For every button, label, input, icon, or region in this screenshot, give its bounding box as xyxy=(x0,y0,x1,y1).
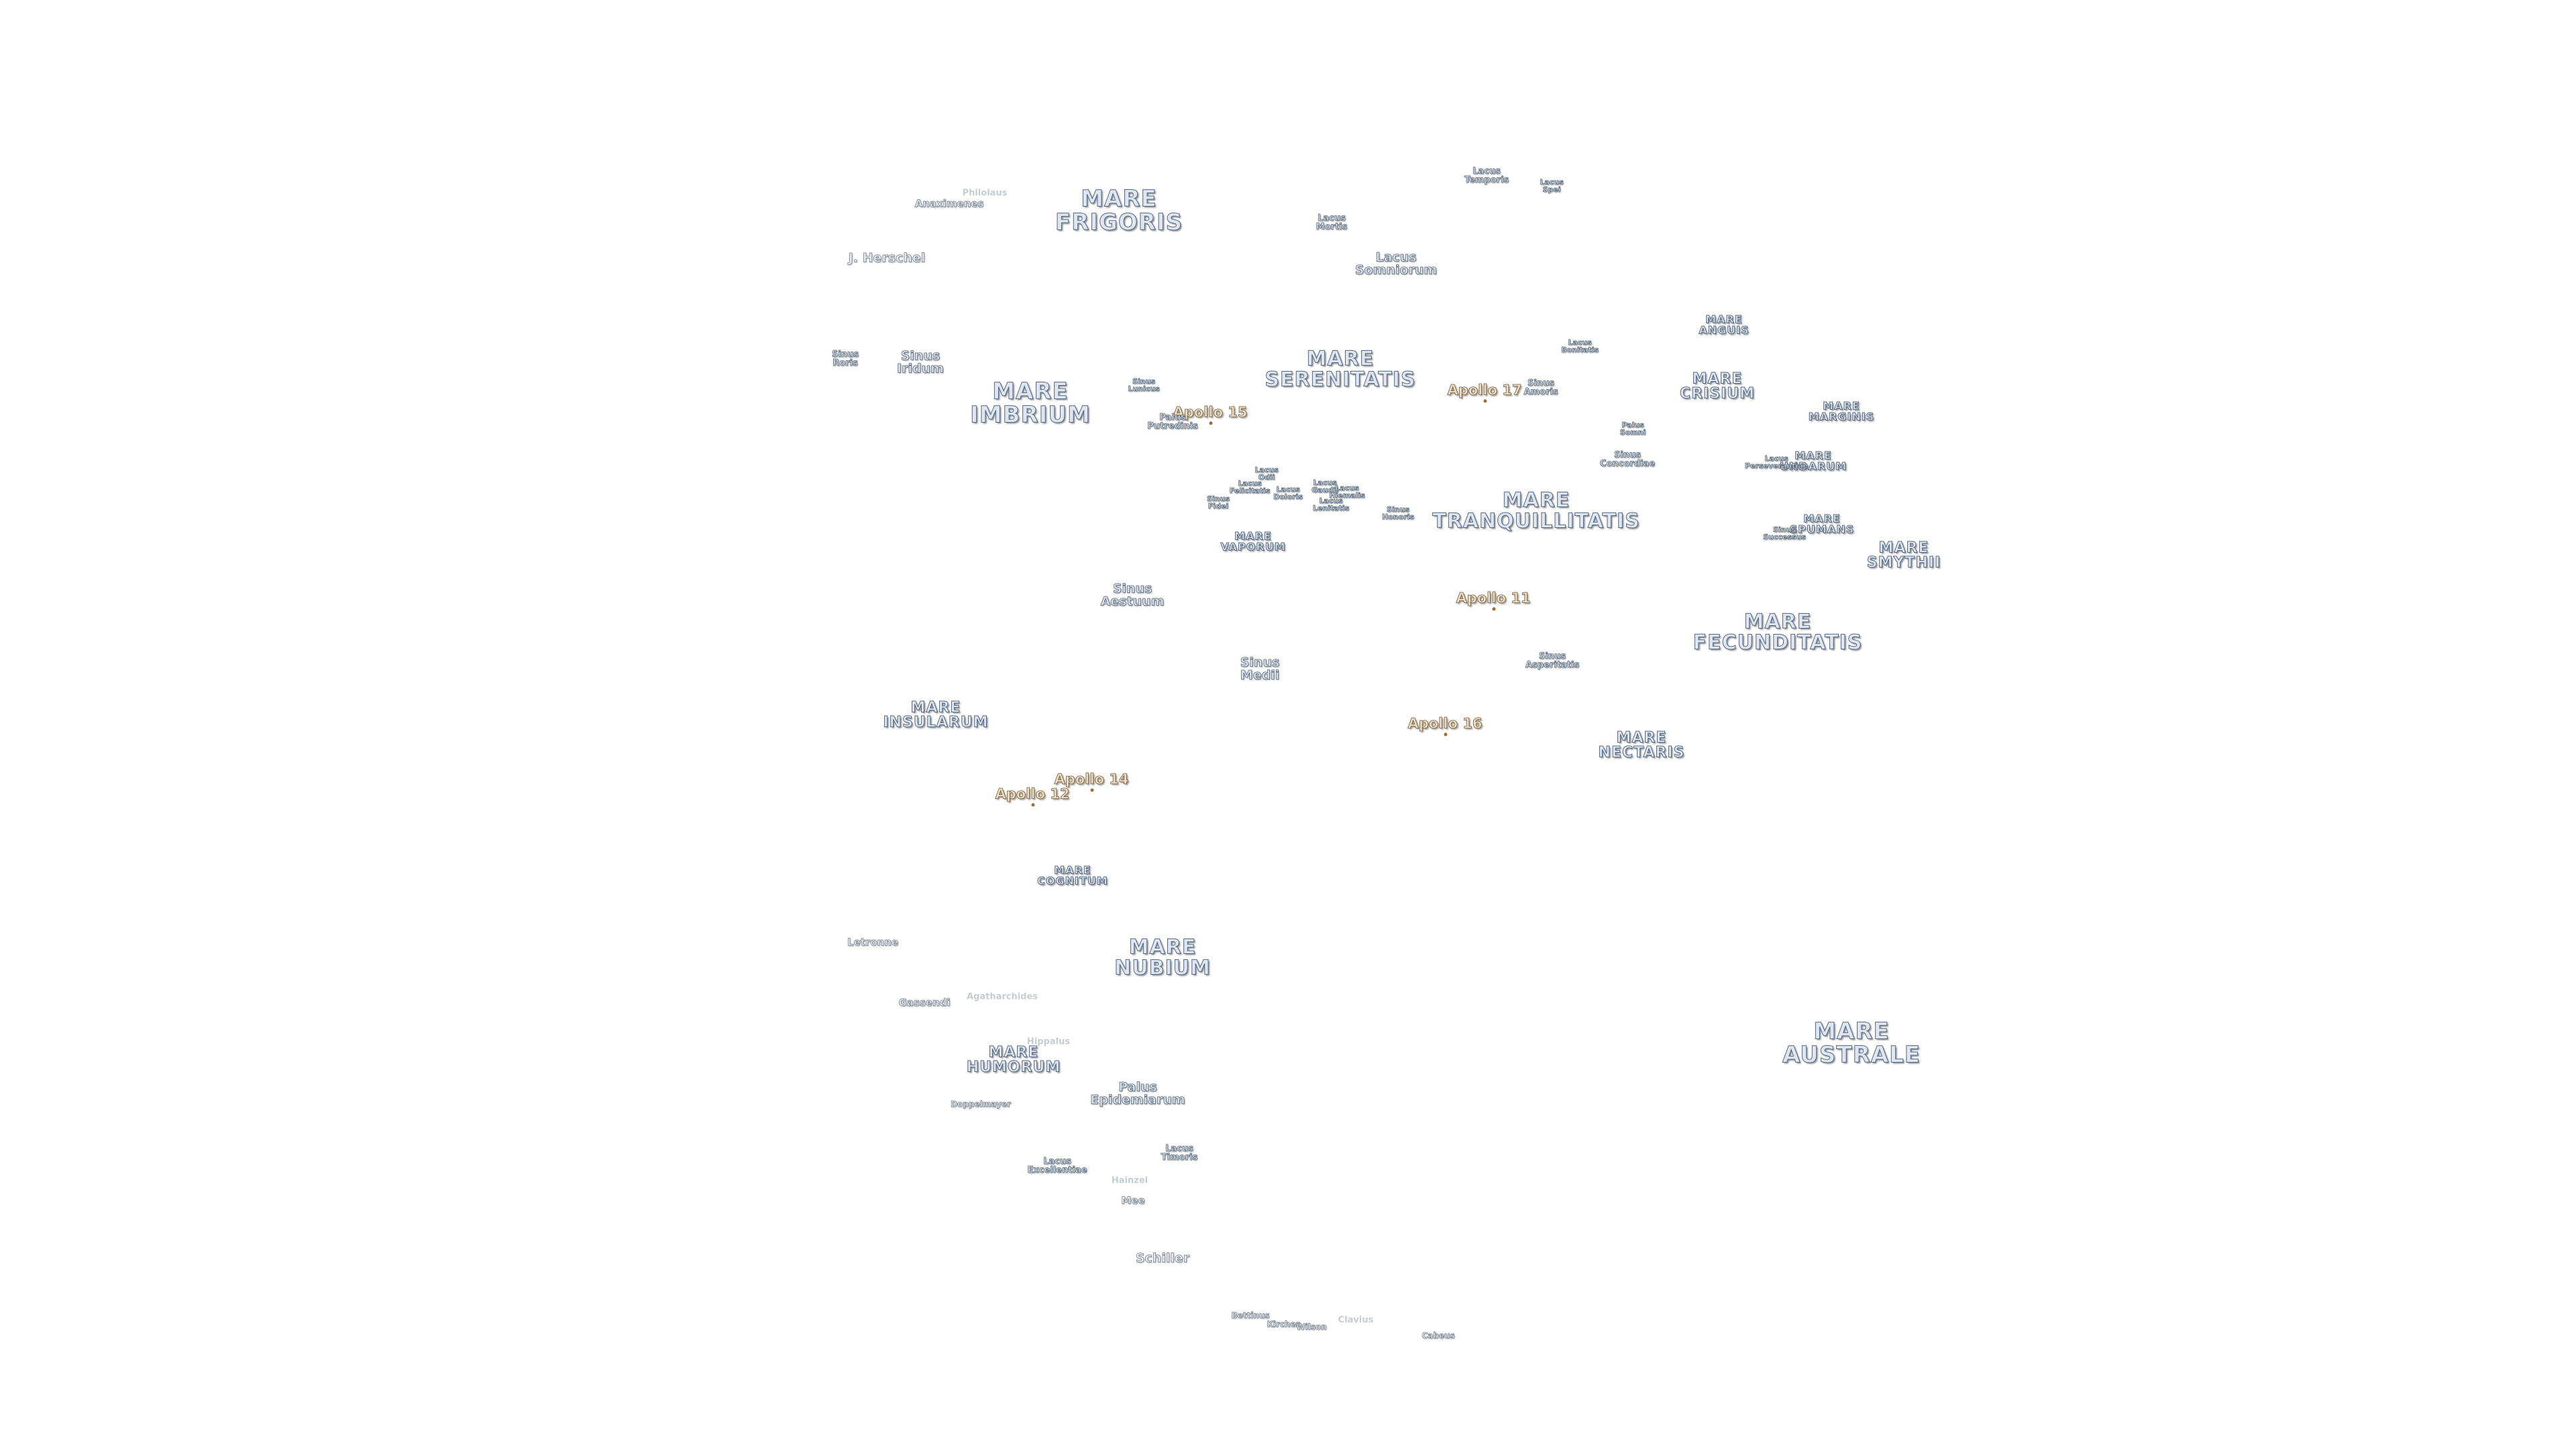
label-crater-hippalus: Hippalus xyxy=(1026,1036,1071,1047)
label-crater-j-herschel: J. Herschel xyxy=(848,250,926,266)
label-lacus-odii: Lacus Odii xyxy=(1254,465,1279,482)
label-crater-anaximenes: Anaximenes xyxy=(914,197,984,210)
label-mare-spumans: MARE SPUMANS xyxy=(1789,512,1855,536)
label-lacus-excellentiae: Lacus Excellentiae xyxy=(1027,1156,1087,1175)
label-sinus-fidei: Sinus Fidei xyxy=(1207,494,1230,511)
label-lacus-timoris: Lacus Timoris xyxy=(1161,1143,1198,1163)
label-sinus-iridum: Sinus Iridum xyxy=(897,348,945,376)
label-lacus-felicitatis: Lacus Felicitatis xyxy=(1229,478,1271,495)
label-mare-undarum: MARE UNDARUM xyxy=(1779,449,1847,473)
label-crater-agatharchides: Agatharchides xyxy=(966,991,1038,1002)
label-crater-kircher: Kircher xyxy=(1267,1319,1300,1329)
label-palus-somni: Palus Somni xyxy=(1619,420,1646,437)
label-mare-fecunditatis: MARE FECUNDITATIS xyxy=(1693,610,1863,654)
label-sinus-roris: Sinus Roris xyxy=(831,349,859,368)
label-mare-serenitatis: MARE SERENITATIS xyxy=(1265,347,1416,391)
label-mare-frigoris: MARE FRIGORIS xyxy=(1055,185,1183,235)
label-mare-anguis: MARE ANGUIS xyxy=(1699,313,1750,337)
label-crater-mee: Mee xyxy=(1121,1194,1145,1207)
label-mare-crisium: MARE CRISIUM xyxy=(1679,370,1756,402)
label-lacus-temporis: Lacus Temporis xyxy=(1464,166,1509,185)
label-mare-insularum: MARE INSULARUM xyxy=(883,699,989,731)
label-sinus-amoris: Sinus Amoris xyxy=(1523,378,1558,397)
label-sinus-lunicus: Sinus Lunicus xyxy=(1128,376,1160,393)
label-mare-marginis: MARE MARGINIS xyxy=(1808,399,1875,423)
label-mare-cognitum: MARE COGNITUM xyxy=(1037,863,1108,888)
label-mare-imbrium: MARE IMBRIUM xyxy=(970,378,1091,428)
label-apollo-17: Apollo 17 xyxy=(1447,382,1522,404)
label-sinus-asperitatis: Sinus Asperitatis xyxy=(1525,651,1580,670)
label-lacus-bonitatis: Lacus Bonitatis xyxy=(1561,337,1599,354)
label-crater-philolaus: Philolaus xyxy=(962,188,1008,199)
label-mare-australe: MARE AUSTRALE xyxy=(1782,1018,1921,1068)
label-apollo-14: Apollo 14 xyxy=(1054,771,1129,793)
label-lacus-doloris: Lacus Doloris xyxy=(1273,484,1303,501)
label-sinus-successus: Sinus Successus xyxy=(1763,525,1807,541)
label-mare-nectaris: MARE NECTARIS xyxy=(1598,729,1685,761)
label-palus-putredinis: Palus Putredinis xyxy=(1147,412,1198,431)
label-crater-cabeus: Cabeus xyxy=(1421,1330,1455,1340)
label-mare-vaporum: MARE VAPORUM xyxy=(1220,529,1286,553)
label-apollo-12: Apollo 12 xyxy=(995,786,1070,808)
label-crater-gassendi: Gassendi xyxy=(898,996,951,1009)
label-lacus-hiemalis: Lacus Hiemalis xyxy=(1329,483,1365,500)
label-lacus-gaudii: Lacus Gaudii xyxy=(1311,478,1338,494)
label-crater-clavius: Clavius xyxy=(1338,1315,1374,1326)
label-sinus-concordiae: Sinus Concordiae xyxy=(1599,449,1656,469)
label-palus-epidemiarum: Palus Epidemiarum xyxy=(1090,1079,1185,1108)
label-crater-schiller: Schiller xyxy=(1135,1250,1190,1266)
label-mare-tranquillitatis: MARE TRANQUILLITATIS xyxy=(1432,488,1640,533)
label-lacus-mortis: Lacus Mortis xyxy=(1316,213,1348,232)
label-apollo-11: Apollo 11 xyxy=(1456,590,1531,612)
label-mare-humorum: MARE HUMORUM xyxy=(966,1044,1061,1076)
label-lacus-spei: Lacus Spei xyxy=(1540,177,1564,194)
label-sinus-medii: Sinus Medii xyxy=(1240,655,1280,683)
label-crater-bettinus: Bettinus xyxy=(1231,1310,1270,1320)
label-crater-doppelmayer: Doppelmayer xyxy=(951,1099,1011,1109)
label-crater-hainzel: Hainzel xyxy=(1111,1175,1148,1186)
label-sinus-aestuum: Sinus Aestuum xyxy=(1100,581,1165,609)
label-crater-wilson: Wilson xyxy=(1296,1322,1327,1332)
label-apollo-15: Apollo 15 xyxy=(1173,404,1248,426)
label-apollo-16: Apollo 16 xyxy=(1407,715,1483,737)
label-mare-smythii: MARE SMYTHII xyxy=(1866,539,1941,572)
label-mare-nubium: MARE NUBIUM xyxy=(1114,935,1211,979)
label-sinus-honoris: Sinus Honoris xyxy=(1382,504,1415,521)
label-lacus-lenitatis: Lacus Lenitatis xyxy=(1312,496,1350,513)
label-crater-letronne: Letronne xyxy=(847,936,899,949)
label-lacus-somniorum: Lacus Somniorum xyxy=(1354,250,1438,278)
label-lacus-perseverantiae: Lacus Perseverantiae xyxy=(1744,453,1809,470)
